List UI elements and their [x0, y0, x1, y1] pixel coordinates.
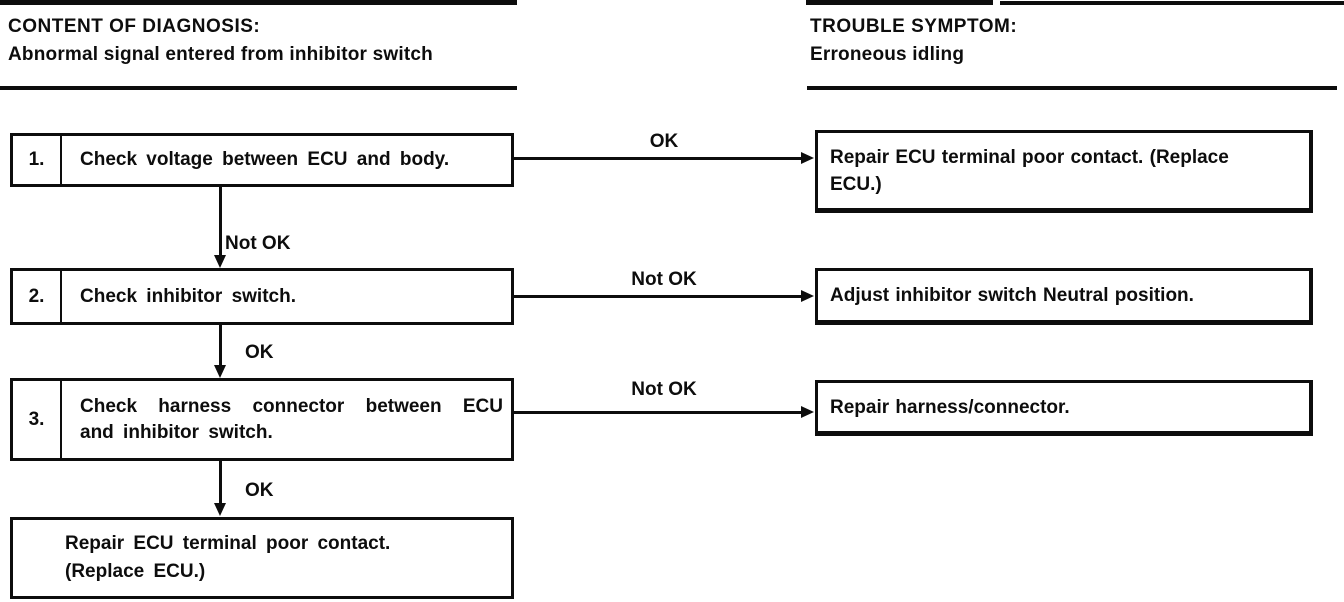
step-2-box: 2. Check inhibitor switch.	[10, 268, 514, 325]
connector-line-step1-step2	[219, 187, 222, 256]
connector-line-step2-step3	[219, 325, 222, 366]
top-rule-left	[0, 0, 517, 5]
final-step-line1: Repair ECU terminal poor contact.	[65, 533, 391, 554]
trouble-symptom-title: TROUBLE SYMPTOM:	[810, 16, 1018, 37]
result-3-box: Repair harness/connector.	[815, 380, 1313, 436]
final-step-line2: (Replace ECU.)	[65, 561, 206, 582]
connector-line-step2-result	[514, 295, 804, 298]
step-2-number: 2.	[13, 271, 62, 322]
connector-line-step3-final	[219, 461, 222, 505]
result-3-line1: Repair harness/connector.	[830, 396, 1070, 418]
top-rule-right-a	[806, 0, 993, 5]
step-1-box: 1. Check voltage between ECU and body.	[10, 133, 514, 187]
step-2-label: Check inhibitor switch.	[80, 285, 296, 307]
arrowhead-right-icon	[801, 290, 814, 302]
header-underline-left	[0, 86, 517, 90]
content-of-diagnosis-title: CONTENT OF DIAGNOSIS:	[8, 16, 261, 37]
step-3-label-line1: Check harness connector between ECU	[80, 395, 503, 417]
step-1-label: Check voltage between ECU and body.	[80, 149, 450, 170]
content-of-diagnosis-text: Abnormal signal entered from inhibitor s…	[8, 44, 433, 65]
result-1-line2: ECU.)	[830, 173, 882, 195]
arrowhead-down-icon	[214, 365, 226, 378]
arrowhead-right-icon	[801, 152, 814, 164]
arrowhead-right-icon	[801, 406, 814, 418]
connector-line-step1-result	[514, 157, 804, 160]
step-3-number: 3.	[13, 381, 62, 458]
down-label-step2: OK	[245, 342, 274, 363]
result-2-line1: Adjust inhibitor switch Neutral position…	[830, 285, 1194, 306]
connector-line-step3-result	[514, 411, 804, 414]
arrowhead-down-icon	[214, 503, 226, 516]
branch-label-step3: Not OK	[631, 379, 697, 400]
trouble-symptom-text: Erroneous idling	[810, 44, 965, 65]
result-1-line1: Repair ECU terminal poor contact. (Repla…	[830, 146, 1229, 168]
down-label-step3: OK	[245, 480, 274, 501]
step-1-number: 1.	[13, 136, 62, 184]
header-underline-right	[807, 86, 1337, 90]
arrowhead-down-icon	[214, 255, 226, 268]
down-label-step1: Not OK	[225, 233, 291, 254]
branch-label-step2: Not OK	[631, 269, 697, 290]
step-3-box: 3. Check harness connector between ECU a…	[10, 378, 514, 461]
top-rule-right-b	[1000, 1, 1344, 5]
branch-label-step1: OK	[649, 131, 679, 152]
step-3-label-line2: and inhibitor switch.	[80, 421, 273, 443]
final-step-box: Repair ECU terminal poor contact. (Repla…	[10, 517, 514, 599]
result-2-box: Adjust inhibitor switch Neutral position…	[815, 268, 1313, 325]
result-1-box: Repair ECU terminal poor contact. (Repla…	[815, 130, 1313, 213]
